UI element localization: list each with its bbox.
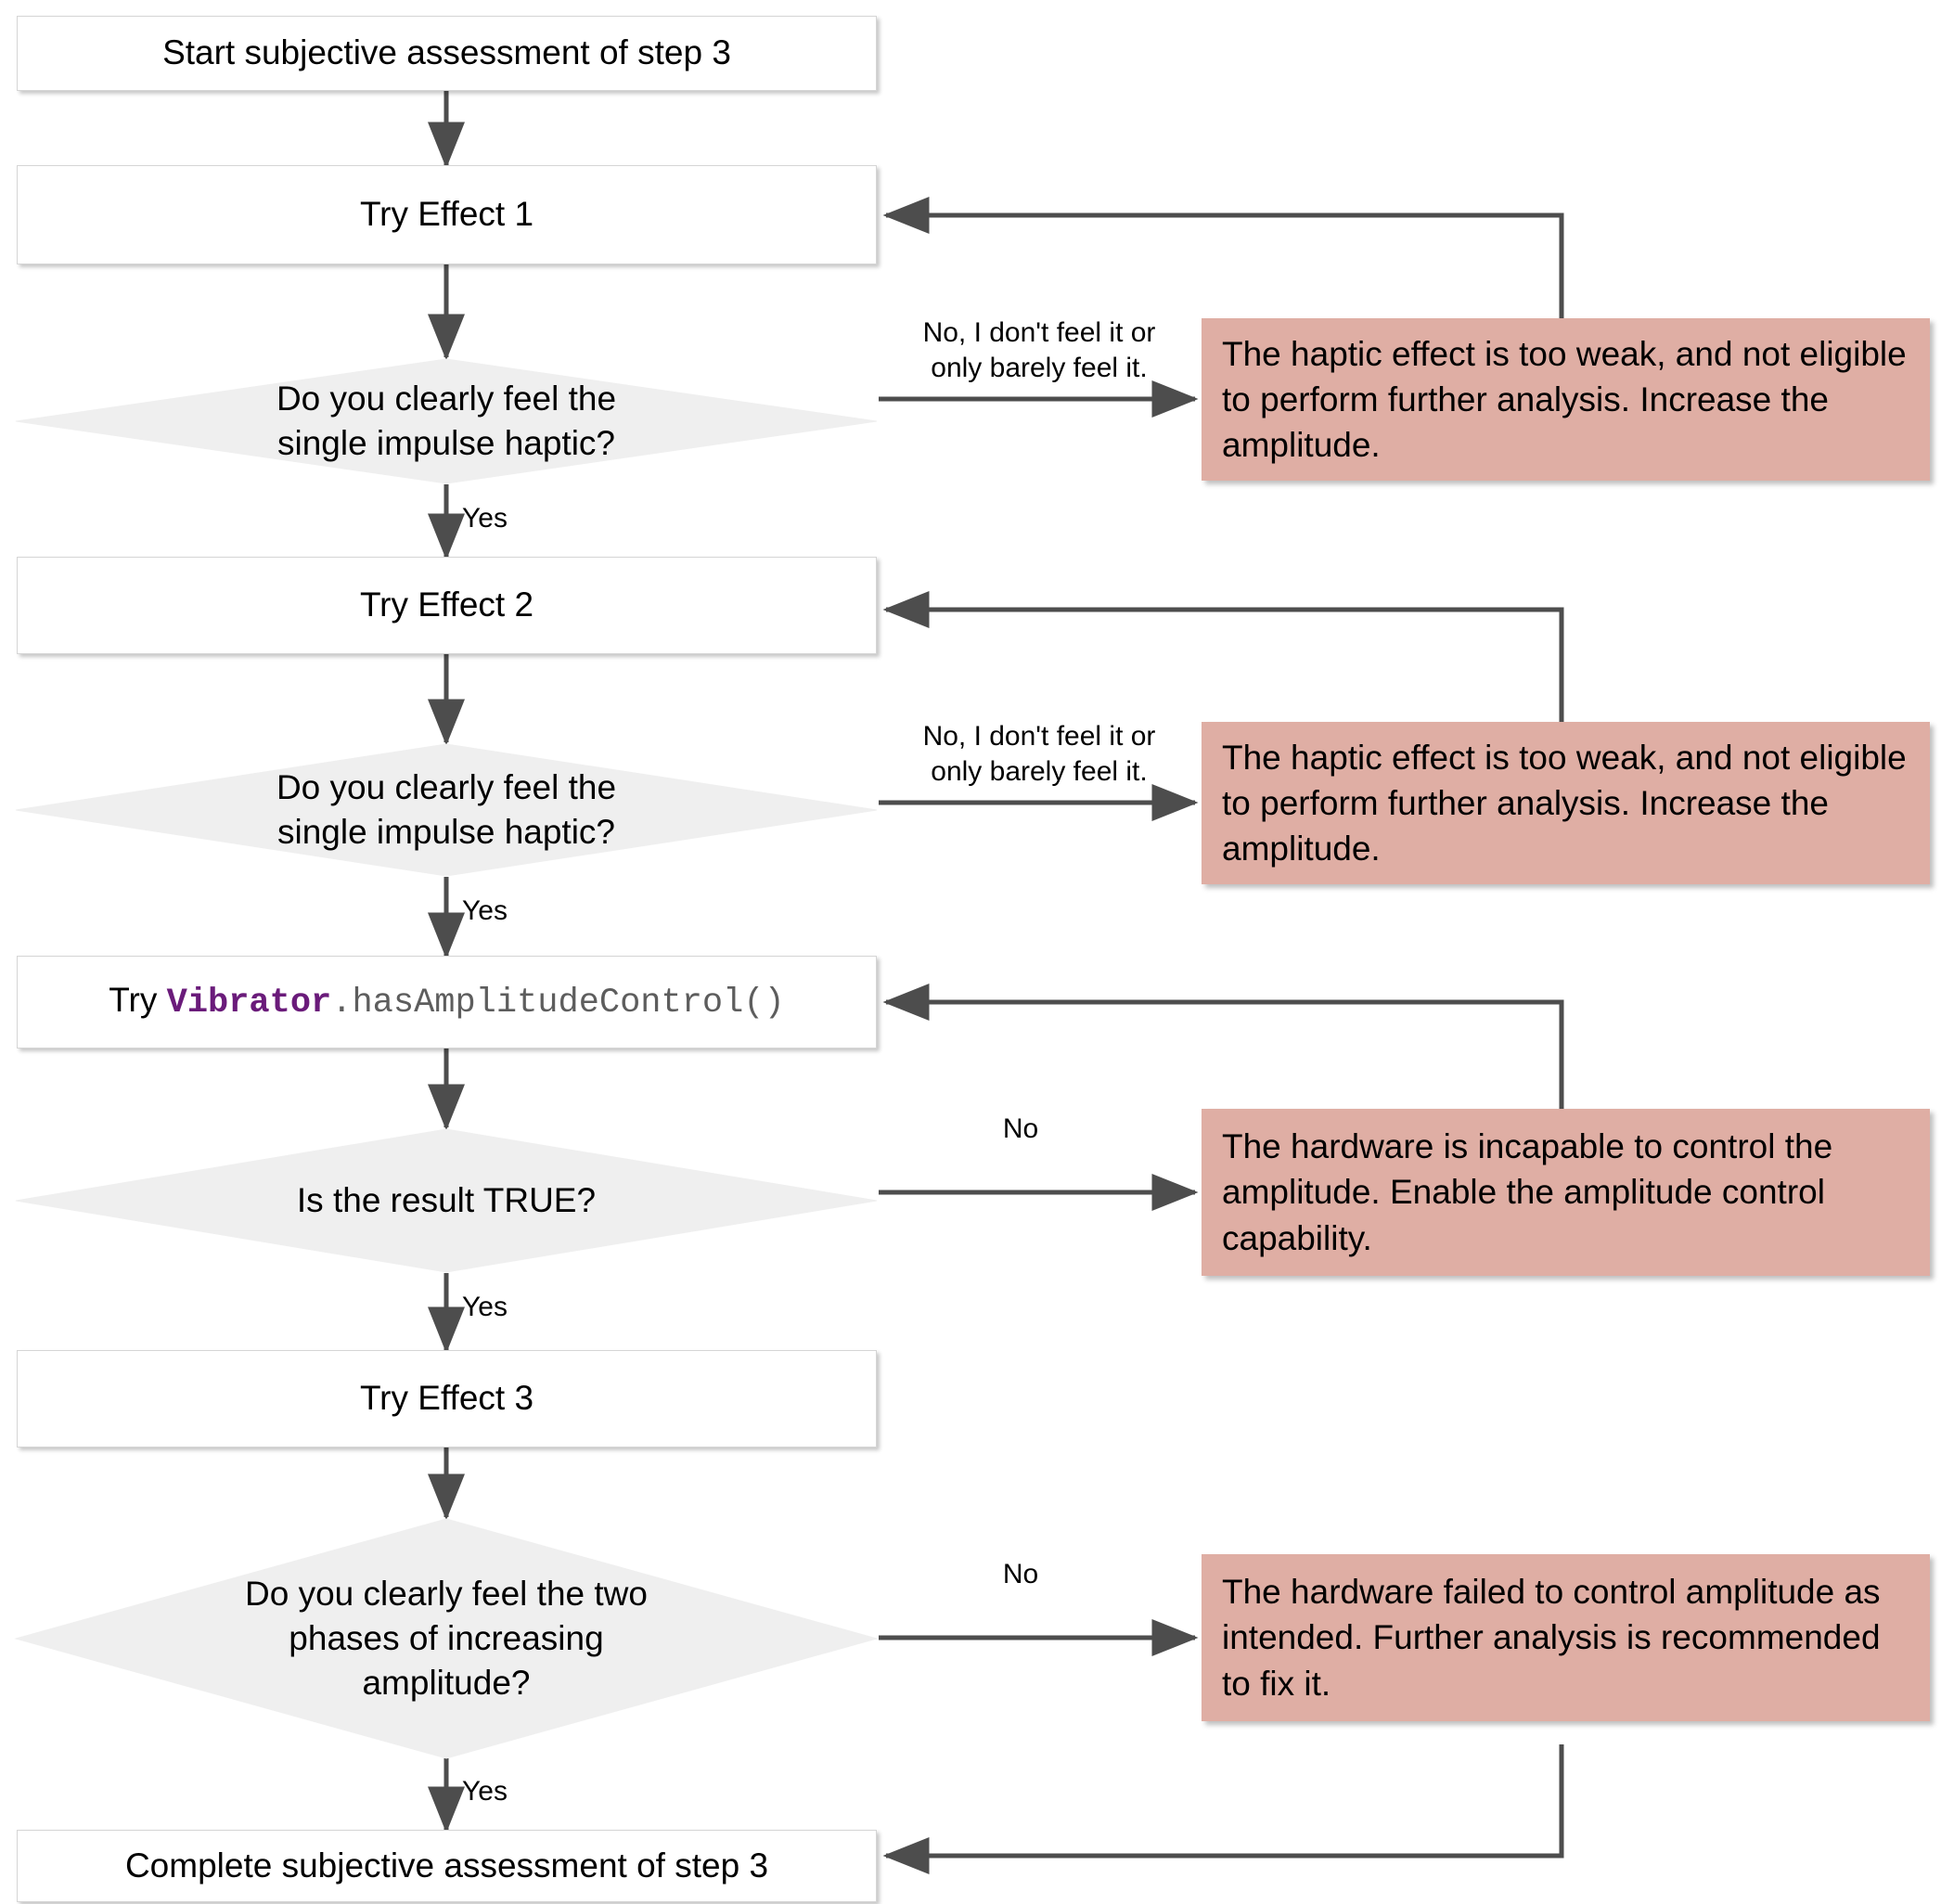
node-decision-3[interactable]: Is the result TRUE? — [14, 1127, 879, 1274]
node-decision-1-label: Do you clearly feel the single impulse h… — [276, 379, 617, 462]
node-try-effect-1-label: Try Effect 1 — [359, 195, 534, 234]
note-too-weak-2-text: The haptic effect is too weak, and not e… — [1222, 738, 1907, 868]
node-start[interactable]: Start subjective assessment of step 3 — [17, 16, 877, 91]
node-decision-4[interactable]: Do you clearly feel the two phases of in… — [14, 1517, 879, 1760]
decision-1-shape — [15, 358, 878, 484]
decision-3-shape — [15, 1128, 878, 1273]
edge-note2-feedback — [882, 591, 1564, 722]
edge-label-no-4: No — [1002, 1559, 1039, 1589]
node-try-effect-3[interactable]: Try Effect 3 — [17, 1350, 877, 1447]
node-decision-1[interactable]: Do you clearly feel the single impulse h… — [14, 357, 879, 485]
decision-2-shape — [15, 743, 878, 877]
node-complete[interactable]: Complete subjective assessment of step 3 — [17, 1830, 877, 1902]
note-failed-amplitude[interactable]: The hardware failed to control amplitude… — [1202, 1554, 1930, 1721]
edge-note3-feedback — [882, 984, 1564, 1109]
node-decision-2-label: Do you clearly feel the single impulse h… — [276, 767, 617, 851]
edge-label-yes-4: Yes — [462, 1776, 508, 1807]
node-try-effect-2-label: Try Effect 2 — [359, 585, 534, 624]
code-method-name: .hasAmplitudeControl() — [331, 984, 785, 1023]
note-failed-amplitude-text: The hardware failed to control amplitude… — [1222, 1573, 1881, 1703]
note-too-weak-1[interactable]: The haptic effect is too weak, and not e… — [1202, 318, 1930, 481]
edge-note1-feedback — [882, 197, 1564, 318]
node-try-effect-1[interactable]: Try Effect 1 — [17, 165, 877, 264]
node-decision-4-label: Do you clearly feel the two phases of in… — [245, 1574, 648, 1703]
note-too-weak-2[interactable]: The haptic effect is too weak, and not e… — [1202, 722, 1930, 884]
note-incapable-amplitude[interactable]: The hardware is incapable to control the… — [1202, 1109, 1930, 1276]
note-too-weak-1-text: The haptic effect is too weak, and not e… — [1222, 334, 1907, 465]
edge-label-yes-3: Yes — [462, 1292, 508, 1322]
code-class-name: Vibrator — [166, 984, 332, 1023]
decision-4-shape — [14, 1518, 879, 1759]
edge-label-no-barely-2: No, I don't feel it or only barely feel … — [922, 721, 1156, 787]
node-try-effect-2[interactable]: Try Effect 2 — [17, 557, 877, 654]
edge-label-yes-1: Yes — [462, 503, 508, 534]
node-decision-2[interactable]: Do you clearly feel the single impulse h… — [14, 742, 879, 878]
node-try-has-amplitude-control[interactable]: Try Vibrator.hasAmplitudeControl() — [17, 956, 877, 1048]
edge-note4-to-complete — [882, 1744, 1564, 1874]
node-start-label: Start subjective assessment of step 3 — [162, 33, 731, 72]
note-incapable-amplitude-text: The hardware is incapable to control the… — [1222, 1127, 1833, 1257]
code-prefix: Try — [109, 981, 167, 1020]
edge-label-no-barely-1: No, I don't feel it or only barely feel … — [922, 317, 1156, 383]
node-try-effect-3-label: Try Effect 3 — [359, 1379, 534, 1418]
edge-label-yes-2: Yes — [462, 895, 508, 926]
node-code-line: Try Vibrator.hasAmplitudeControl() — [109, 979, 784, 1024]
node-complete-label: Complete subjective assessment of step 3 — [124, 1846, 769, 1885]
node-decision-3-label: Is the result TRUE? — [296, 1180, 597, 1219]
edge-label-no-3: No — [1002, 1113, 1039, 1144]
